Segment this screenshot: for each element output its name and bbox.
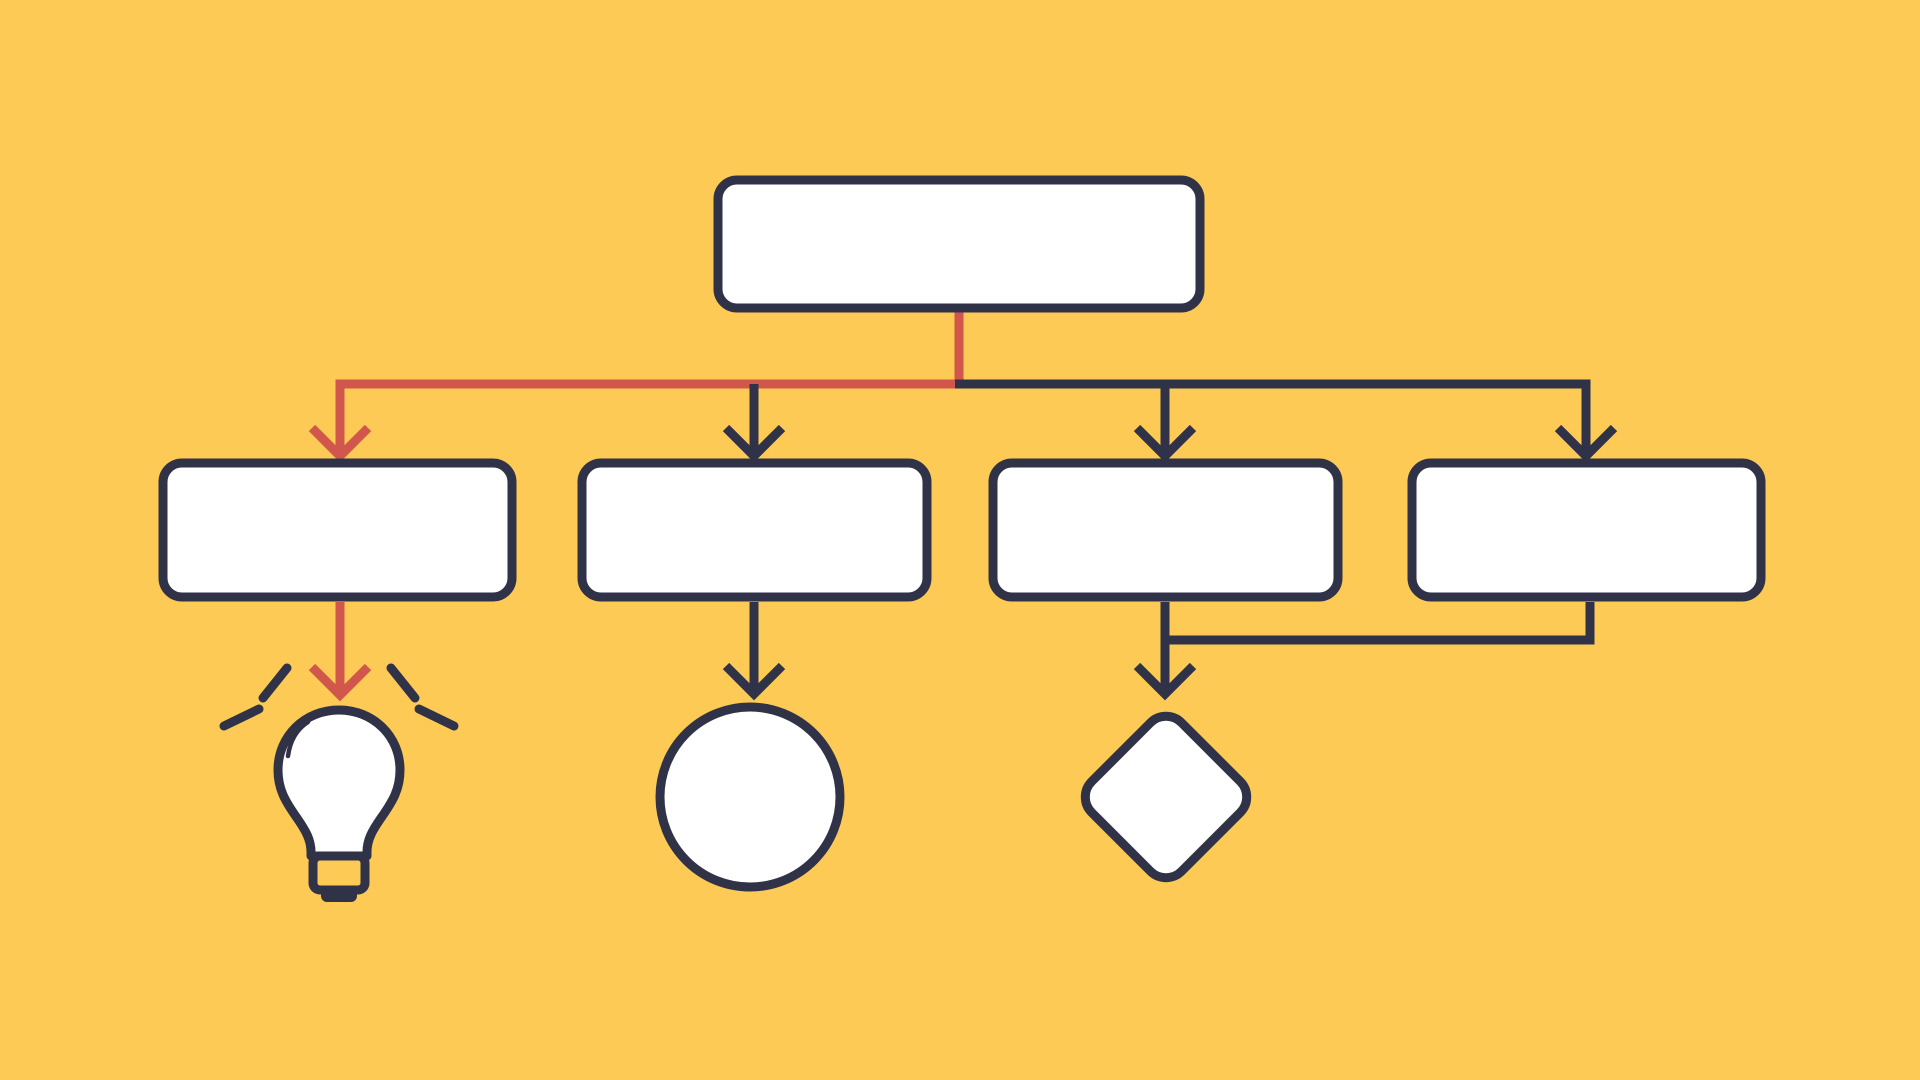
edge-group-outline: [722, 379, 1618, 701]
bulb-contact-nub: [321, 888, 357, 902]
node-group: [158, 175, 1766, 892]
node-step-1: [158, 458, 517, 602]
bulb-glass: [273, 705, 405, 861]
arrowhead-step3-icon: [1133, 424, 1197, 463]
edge-step4-to-decision: [1161, 602, 1595, 645]
arrowhead-decision-icon: [1133, 662, 1197, 701]
edge-root-to-step1: [335, 311, 964, 451]
arrowhead-step1-icon: [308, 424, 372, 463]
arrowhead-step2-icon: [722, 424, 786, 463]
light-ray-northeast: [386, 663, 420, 703]
bulb-base: [308, 851, 370, 895]
node-decision-diamond: [1080, 711, 1252, 883]
light-ray-northwest: [258, 663, 292, 703]
lightbulb-icon: [219, 663, 459, 902]
edge-group-accent: [308, 311, 964, 702]
node-step-4: [1407, 458, 1766, 602]
bulb-highlight: [285, 719, 311, 759]
arrowhead-terminal-icon: [722, 662, 786, 701]
arrowhead-step4-icon: [1554, 424, 1618, 463]
node-step-3: [988, 458, 1343, 602]
arrowhead-idea-icon: [308, 663, 372, 702]
node-step-2: [577, 458, 932, 602]
node-root: [713, 175, 1205, 313]
node-terminal-circle: [655, 702, 845, 892]
light-rays: [219, 663, 459, 731]
light-ray-east: [414, 704, 459, 731]
light-ray-west: [219, 704, 264, 731]
